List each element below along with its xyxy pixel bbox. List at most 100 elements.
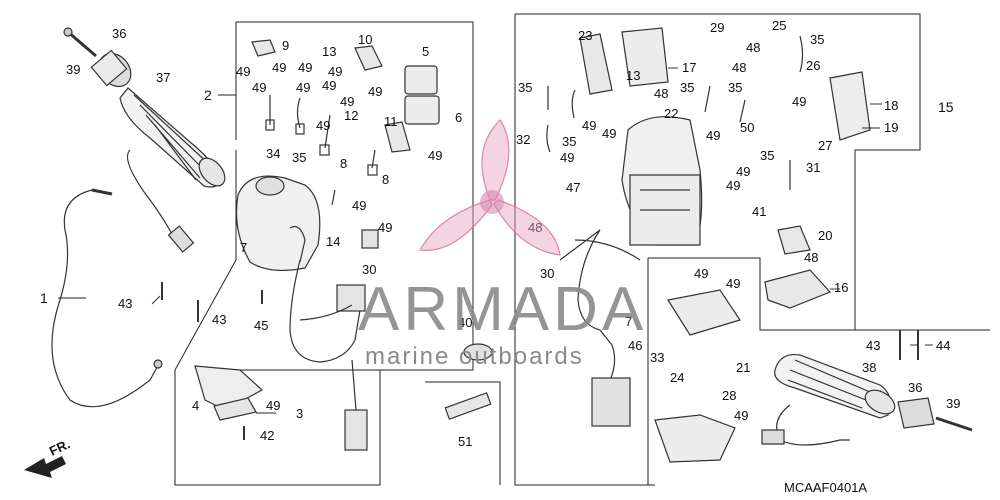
callout-49a[interactable]: 49 (236, 64, 250, 79)
callout-49p[interactable]: 49 (582, 118, 596, 133)
callout-13a[interactable]: 13 (322, 44, 336, 59)
callout-32[interactable]: 32 (516, 132, 530, 147)
callout-49o[interactable]: 49 (560, 150, 574, 165)
callout-12[interactable]: 12 (344, 108, 358, 123)
callout-29[interactable]: 29 (710, 20, 724, 35)
callout-7b[interactable]: 7 (625, 314, 632, 329)
callout-49q[interactable]: 49 (602, 126, 616, 141)
callout-51[interactable]: 51 (458, 434, 472, 449)
callout-43c[interactable]: 43 (866, 338, 880, 353)
callout-49b[interactable]: 49 (272, 60, 286, 75)
callout-49c[interactable]: 49 (298, 60, 312, 75)
callout-49k[interactable]: 49 (428, 148, 442, 163)
callout-49v[interactable]: 49 (694, 266, 708, 281)
callout-49x[interactable]: 49 (734, 408, 748, 423)
callout-49u[interactable]: 49 (792, 94, 806, 109)
callout-41[interactable]: 41 (752, 204, 766, 219)
callout-48a[interactable]: 48 (654, 86, 668, 101)
callout-17[interactable]: 17 (682, 60, 696, 75)
callout-37[interactable]: 37 (156, 70, 170, 85)
callout-19[interactable]: 19 (884, 120, 898, 135)
callout-26[interactable]: 26 (806, 58, 820, 73)
callout-14[interactable]: 14 (326, 234, 340, 249)
callout-39b[interactable]: 39 (946, 396, 960, 411)
callout-7a[interactable]: 7 (240, 240, 247, 255)
callout-49d[interactable]: 49 (322, 78, 336, 93)
callout-44[interactable]: 44 (936, 338, 950, 353)
callout-1[interactable]: 1 (40, 290, 48, 306)
callout-43b[interactable]: 43 (212, 312, 226, 327)
callout-20[interactable]: 20 (818, 228, 832, 243)
callout-8b[interactable]: 8 (382, 172, 389, 187)
left-switch-housing (235, 175, 321, 272)
callout-30b[interactable]: 30 (540, 266, 554, 281)
direction-marker: FR. (24, 436, 72, 478)
callout-35b[interactable]: 35 (518, 80, 532, 95)
callout-6[interactable]: 6 (455, 110, 462, 125)
callout-36a[interactable]: 36 (112, 26, 126, 41)
propeller-hub-icon (480, 190, 504, 214)
callout-47[interactable]: 47 (566, 180, 580, 195)
callout-25[interactable]: 25 (772, 18, 786, 33)
callout-48b[interactable]: 48 (528, 220, 542, 235)
callout-21[interactable]: 21 (736, 360, 750, 375)
callout-35c[interactable]: 35 (562, 134, 576, 149)
callout-31[interactable]: 31 (806, 160, 820, 175)
right-inner-frame (648, 257, 855, 331)
callout-27[interactable]: 27 (818, 138, 832, 153)
callout-2[interactable]: 2 (204, 87, 212, 103)
callout-49w[interactable]: 49 (726, 276, 740, 291)
callout-49t[interactable]: 49 (726, 178, 740, 193)
callout-22[interactable]: 22 (664, 106, 678, 121)
callout-28[interactable]: 28 (722, 388, 736, 403)
callout-38[interactable]: 38 (862, 360, 876, 375)
callout-13b[interactable]: 13 (626, 68, 640, 83)
callout-36b[interactable]: 36 (908, 380, 922, 395)
callout-43a[interactable]: 43 (118, 296, 132, 311)
callout-48d[interactable]: 48 (732, 60, 746, 75)
callout-49s[interactable]: 49 (736, 164, 750, 179)
callout-49e[interactable]: 49 (252, 80, 266, 95)
callout-35d[interactable]: 35 (680, 80, 694, 95)
callout-35e[interactable]: 35 (728, 80, 742, 95)
watermark-subtitle: marine outboards (365, 343, 584, 370)
callout-49g[interactable]: 49 (328, 64, 342, 79)
callout-30a[interactable]: 30 (362, 262, 376, 277)
callout-46[interactable]: 46 (628, 338, 642, 353)
callout-4[interactable]: 4 (192, 398, 199, 413)
callout-3[interactable]: 3 (296, 406, 303, 421)
callout-5[interactable]: 5 (422, 44, 429, 59)
callout-11[interactable]: 11 (384, 114, 398, 129)
callout-34[interactable]: 34 (266, 146, 280, 161)
callout-35f[interactable]: 35 (760, 148, 774, 163)
callout-49h[interactable]: 49 (340, 94, 354, 109)
callout-40[interactable]: 40 (458, 315, 472, 330)
callout-49m[interactable]: 49 (378, 220, 392, 235)
callout-48e[interactable]: 48 (804, 250, 818, 265)
callout-10[interactable]: 10 (358, 32, 372, 47)
callout-45[interactable]: 45 (254, 318, 268, 333)
callout-49j[interactable]: 49 (316, 118, 330, 133)
small-wires-right (546, 35, 804, 190)
callout-35g[interactable]: 35 (810, 32, 824, 47)
callout-35a[interactable]: 35 (292, 150, 306, 165)
callout-49n[interactable]: 49 (266, 398, 280, 413)
callout-49f[interactable]: 49 (296, 80, 310, 95)
callout-16[interactable]: 16 (834, 280, 848, 295)
callout-15[interactable]: 15 (938, 99, 954, 115)
callout-49r[interactable]: 49 (706, 128, 720, 143)
callout-49i[interactable]: 49 (368, 84, 382, 99)
callout-24[interactable]: 24 (670, 370, 684, 385)
callout-49l[interactable]: 49 (352, 198, 366, 213)
callout-42[interactable]: 42 (260, 428, 274, 443)
callout-48c[interactable]: 48 (746, 40, 760, 55)
callout-9[interactable]: 9 (282, 38, 289, 53)
small-wires-left (265, 95, 378, 206)
band-40 (463, 343, 493, 361)
callout-50[interactable]: 50 (740, 120, 754, 135)
callout-18[interactable]: 18 (884, 98, 898, 113)
callout-33[interactable]: 33 (650, 350, 664, 365)
callout-8a[interactable]: 8 (340, 156, 347, 171)
callout-39a[interactable]: 39 (66, 62, 80, 77)
callout-23[interactable]: 23 (578, 28, 592, 43)
